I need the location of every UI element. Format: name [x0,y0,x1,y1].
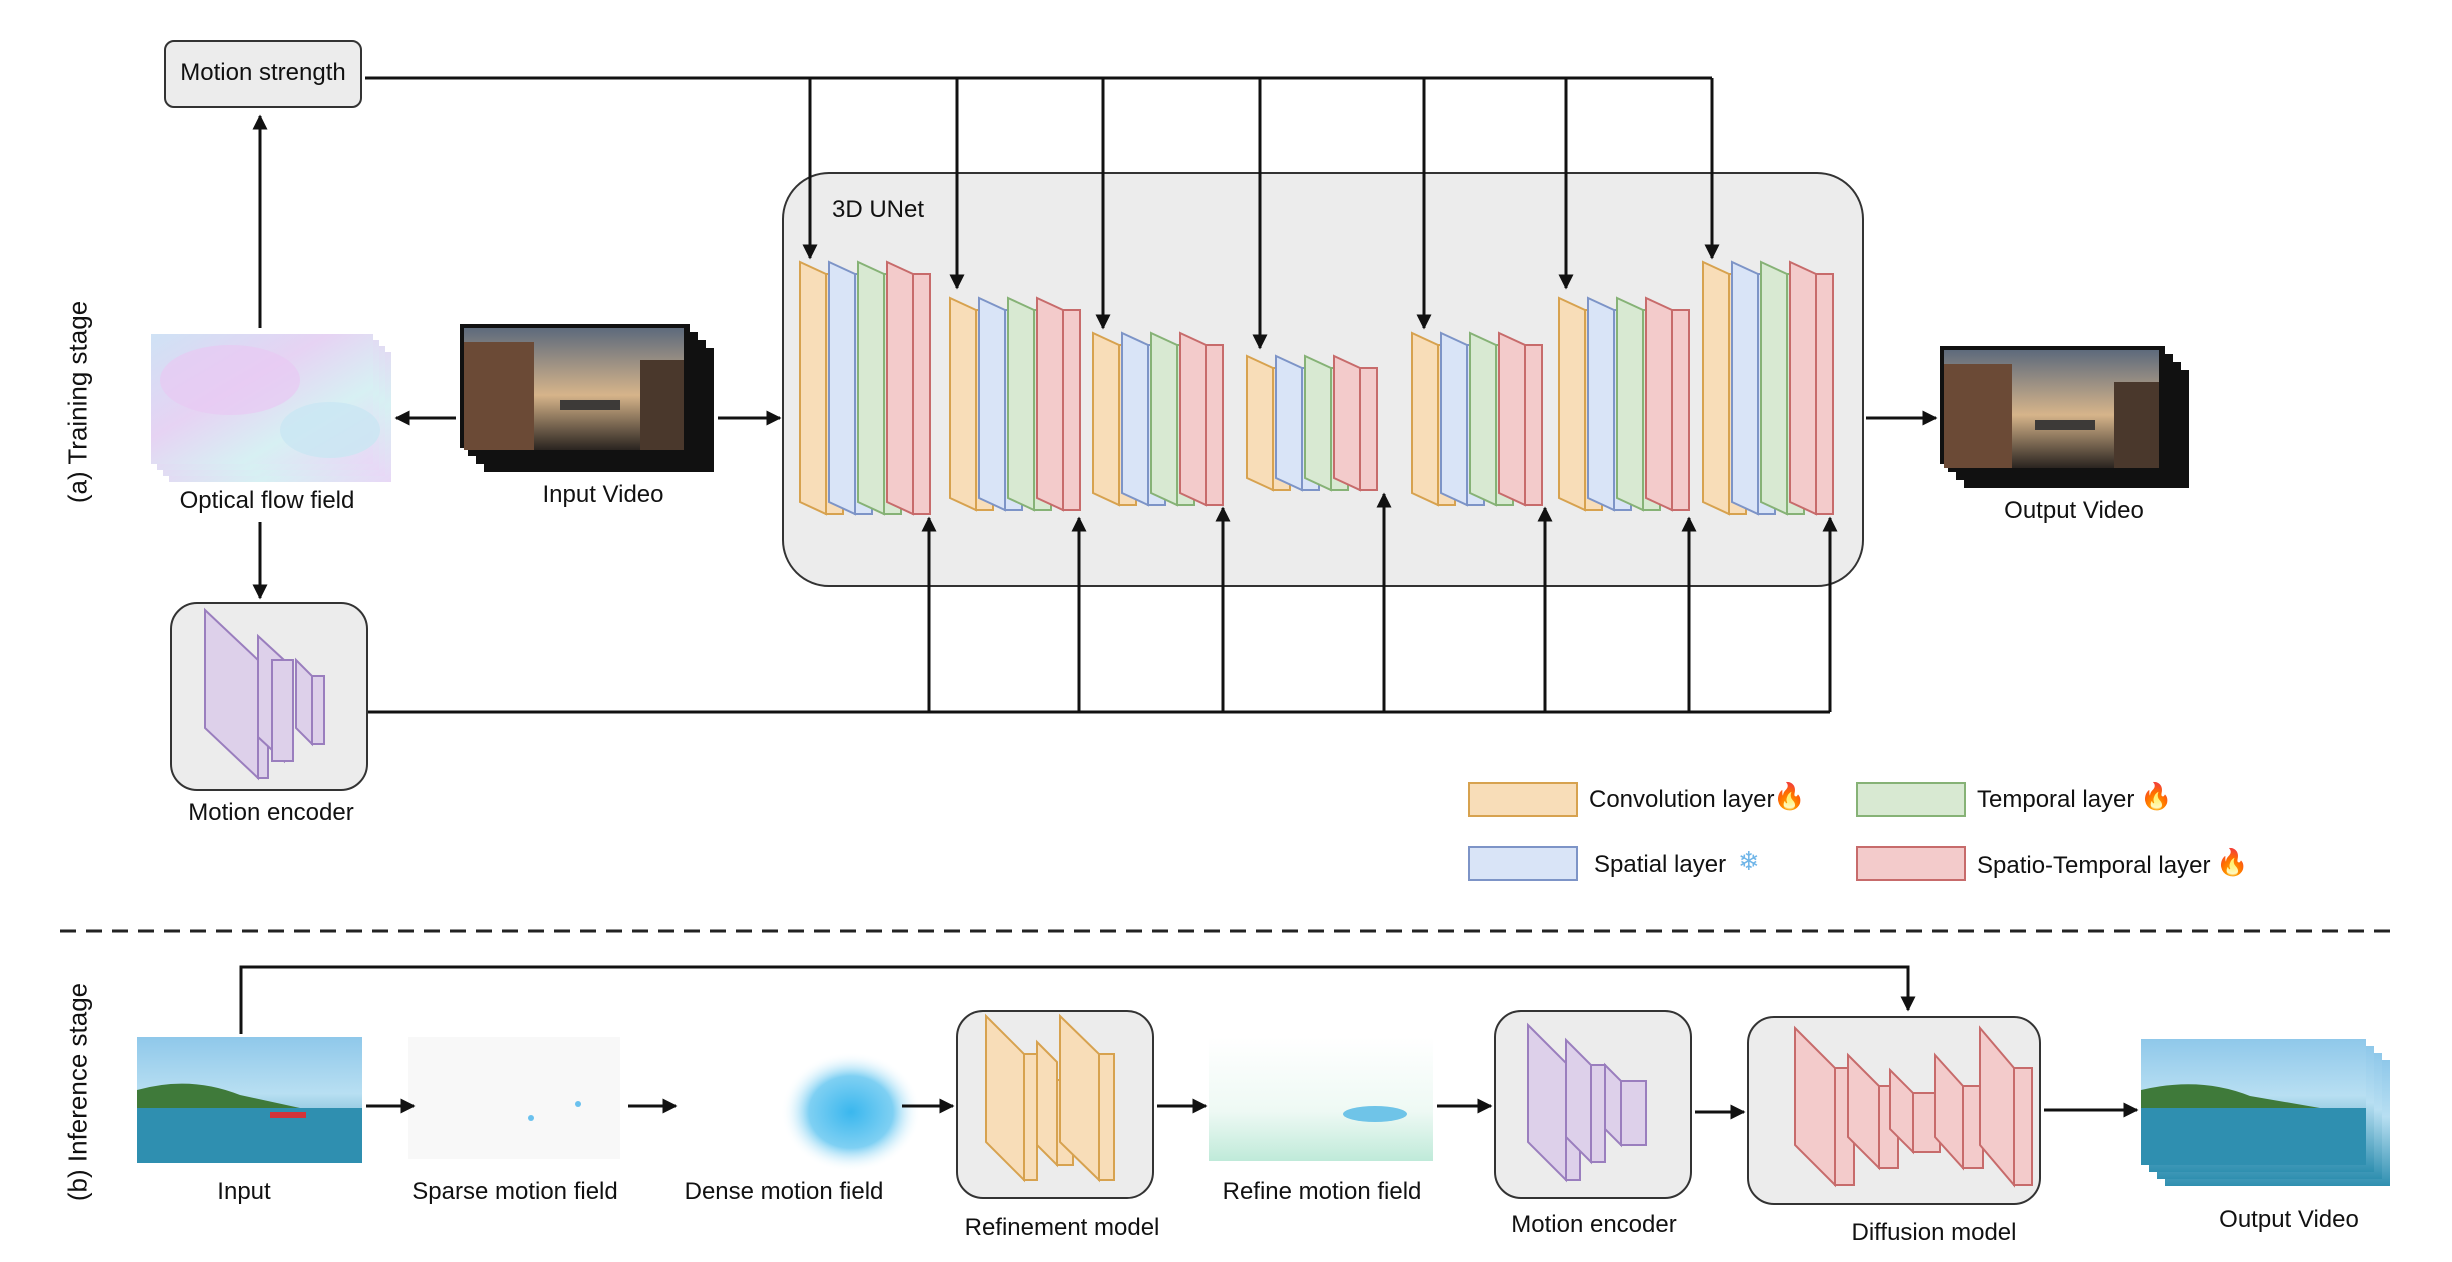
sparse-motion-image [408,1037,620,1159]
temporal-layer-side [1616,296,1644,512]
fire-icon: 🔥 [1773,781,1806,811]
spatio-temporal-layer-side [886,260,914,516]
motion-strength-box [164,40,362,108]
diffusion-blocks [1794,1025,2033,1188]
spatio-temporal-layer [1062,309,1081,511]
motion-encoder-blocks [204,607,325,781]
spatio-temporal-layer-side [1179,331,1207,507]
refinement-blocks [985,1013,1115,1183]
refine-motion-image [1209,1037,1433,1161]
sparse-motion-label: Sparse motion field [412,1178,618,1205]
temporal-layer-side [1760,260,1788,516]
unet-block-1 [799,260,931,516]
inference-connections [239,965,2139,1120]
inference-stage-label: (b) Inference stage [62,982,93,1202]
legend-temporal-swatch [1856,782,1966,817]
input-video-label: Input Video [542,481,664,508]
spatial-layer-side [1587,296,1615,512]
inference-encoder-label: Motion encoder [1511,1211,1677,1238]
conv-layer-side [799,260,827,516]
unet-block-7 [1702,260,1834,516]
conv-layer-side [1246,354,1274,492]
snowflake-icon: ❄ [1738,846,1760,876]
conv-layer-side [1558,296,1586,512]
refinement-model-label: Refinement model [964,1214,1160,1241]
legend [1468,782,1966,881]
spatio-temporal-layer [1205,344,1224,506]
spatio-temporal-layer-side [1789,260,1817,516]
temporal-layer-side [1150,331,1178,507]
temporal-layer-side [1007,296,1035,512]
conv-layer-side [949,296,977,512]
legend-conv-swatch [1468,782,1578,817]
inference-input-label: Input [217,1178,271,1205]
spatio-temporal-layer [1671,309,1690,511]
temporal-layer-side [857,260,885,516]
motion-encoder-label: Motion encoder [188,799,354,826]
legend-spatial-swatch [1468,846,1578,881]
unet-block-6 [1558,296,1690,512]
unet-block-4 [1246,354,1378,492]
spatial-layer-side [828,260,856,516]
input-video-image [460,324,714,472]
dense-motion-label: Dense motion field [684,1178,884,1205]
fire-icon: 🔥 [2216,847,2249,877]
conv-layer-side [1092,331,1120,507]
inference-input-image [137,1037,362,1163]
unet-title: 3D UNet [832,196,925,223]
inference-encoder-blocks [1527,1022,1647,1183]
temporal-layer-side [1304,354,1332,492]
legend-st-label: Spatio-Temporal layer [1977,852,2211,879]
training-connections [252,76,1938,714]
diffusion-model-label: Diffusion model [1851,1219,2017,1246]
fire-icon: 🔥 [2140,781,2173,811]
spatial-layer-side [1275,354,1303,492]
unet-layers [799,260,1834,516]
output-video-label: Output Video [2004,497,2144,524]
unet-block-3 [1092,331,1224,507]
spatial-layer-side [1121,331,1149,507]
spatial-layer-side [978,296,1006,512]
spatio-temporal-layer [1524,344,1543,506]
spatial-layer-side [1440,331,1468,507]
unet-block-2 [949,296,1081,512]
spatio-temporal-layer [912,273,931,515]
conv-layer-side [1702,260,1730,516]
legend-temporal-label: Temporal layer [1977,786,2135,813]
spatio-temporal-layer-side [1645,296,1673,512]
spatio-temporal-layer-side [1333,354,1361,492]
inference-output-image [2141,1039,2390,1186]
conv-layer-side [1411,331,1439,507]
refine-motion-label: Refine motion field [1222,1178,1422,1205]
legend-st-swatch [1856,846,1966,881]
optical-flow-label: Optical flow field [179,487,355,514]
spatio-temporal-layer [1815,273,1834,515]
spatio-temporal-layer [1359,367,1378,491]
legend-spatial-label: Spatial layer [1594,851,1727,878]
inference-output-label: Output Video [2219,1206,2359,1233]
spatial-layer-side [1731,260,1759,516]
spatio-temporal-layer-side [1036,296,1064,512]
motion-strength-label: Motion strength [180,59,346,86]
training-stage-label: (a) Training stage [62,300,93,504]
spatio-temporal-layer-side [1498,331,1526,507]
dense-motion-image [679,1037,921,1172]
unet-block-5 [1411,331,1543,507]
output-video-image [1940,346,2189,488]
legend-conv-label: Convolution layer [1589,786,1775,813]
input-to-diffusion-skip-arrow [239,965,1916,1034]
temporal-layer-side [1469,331,1497,507]
optical-flow-image [151,334,391,482]
